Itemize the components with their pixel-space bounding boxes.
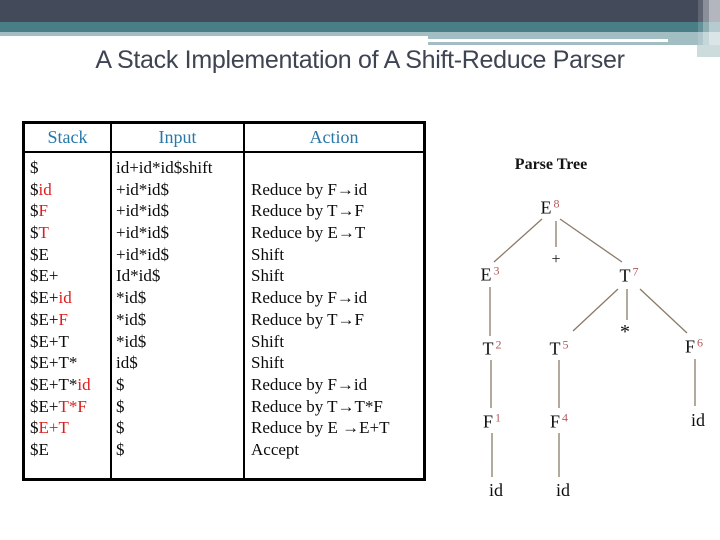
stack-entry: $E+ <box>30 266 59 286</box>
action-entry: Shift <box>251 266 285 286</box>
header-bar-light-teal <box>0 32 720 36</box>
parse-tree-title: Parse Tree <box>514 156 588 173</box>
stack-entry: $T <box>30 223 49 243</box>
input-entry: +id*id$ <box>116 223 170 243</box>
action-entry: Shift <box>251 244 285 264</box>
action-entry: Shift <box>251 353 285 373</box>
tree-node-id: id <box>690 410 706 430</box>
action-entry: Reduce by E →E+T <box>251 418 390 438</box>
table-header-row: Stack Input Action <box>25 124 423 153</box>
stack-entry: $E+F <box>30 309 68 329</box>
action-entry <box>251 157 423 179</box>
stack-column: $$id$F$T$E$E+$E+id$E+F$E+T$E+T*$E+T*id$E… <box>25 153 112 478</box>
input-entry: *id$ <box>116 309 147 329</box>
action-entry: Reduce by F→id <box>251 179 368 199</box>
input-entry: id$ <box>116 353 138 373</box>
tree-node-plus: + <box>551 251 561 268</box>
column-header-input: Input <box>112 124 245 151</box>
action-entry: Reduce by T→F <box>251 201 365 221</box>
tree-node-star: * <box>620 321 630 343</box>
stack-entry: $E+T* <box>30 353 78 373</box>
header-bar-dark <box>0 0 720 22</box>
stack-entry: $E <box>30 439 49 459</box>
input-entry: +id*id$ <box>116 179 170 199</box>
stack-entry: $E+id <box>30 288 72 308</box>
input-entry: +id*id$ <box>116 244 170 264</box>
header-corner-stripe <box>709 0 720 45</box>
input-entry: Id*id$ <box>116 266 161 286</box>
input-entry: *id$ <box>116 288 147 308</box>
stack-entry: $E+T*F <box>30 396 87 416</box>
header-corner-stripe <box>698 0 703 45</box>
action-entry: Shift <box>251 331 285 351</box>
input-entry: $ <box>116 396 125 416</box>
action-entry: Reduce by E→T <box>251 223 366 243</box>
header-bar-teal <box>0 22 720 32</box>
action-entry: Reduce by T→F <box>251 309 365 329</box>
slide-title: A Stack Implementation of A Shift-Reduce… <box>95 46 625 74</box>
column-header-stack: Stack <box>25 124 112 151</box>
action-entry: Reduce by F→id <box>251 288 368 308</box>
input-entry: id+id*id$shift <box>116 158 213 177</box>
header-white-line <box>428 39 668 42</box>
tree-node-id: id <box>488 480 504 500</box>
table-body: $$id$F$T$E$E+$E+id$E+F$E+T$E+T*$E+T*id$E… <box>25 153 423 478</box>
stack-entry: $ <box>30 158 39 177</box>
input-entry: $ <box>116 439 125 459</box>
stack-entry: $F <box>30 201 48 221</box>
action-entry: Reduce by F→id <box>251 374 368 394</box>
stack-entry: $id <box>30 179 52 199</box>
input-entry: *id$ <box>116 331 147 351</box>
column-header-action: Action <box>309 127 359 147</box>
stack-entry: $E+T <box>30 331 69 351</box>
action-entry: Reduce by T→T*F <box>251 396 383 416</box>
action-entry: Accept <box>251 439 300 459</box>
header-corner-pale <box>697 45 720 57</box>
input-entry: $ <box>116 374 125 394</box>
parser-trace-table: Stack Input Action $$id$F$T$E$E+$E+id$E+… <box>22 121 426 481</box>
parse-tree-edges <box>489 218 696 477</box>
input-column: id+id*id$shift+id*id$+id*id$+id*id$+id*i… <box>112 153 245 478</box>
stack-entry: $E+T <box>30 418 69 438</box>
input-entry: $ <box>116 418 125 438</box>
stack-entry: $E <box>30 244 49 264</box>
tree-node-id: id <box>555 480 571 500</box>
stack-entry: $E+T*id <box>30 374 91 394</box>
header-corner-stripe <box>703 0 709 45</box>
input-entry: +id*id$ <box>116 201 170 221</box>
